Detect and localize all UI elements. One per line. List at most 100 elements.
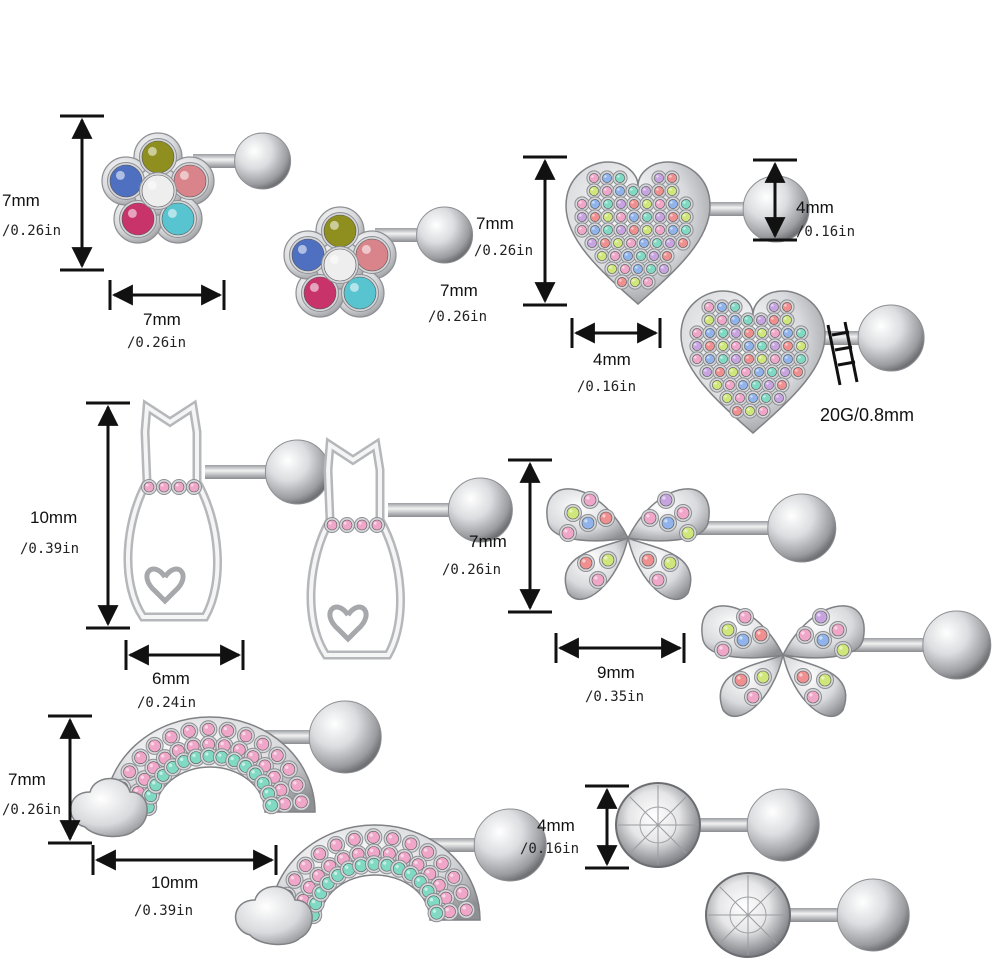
cat-heart — [327, 604, 369, 643]
gem-sparkle — [664, 253, 667, 256]
gem-sparkle — [732, 304, 735, 307]
cat-height-mm: 10mm — [30, 508, 78, 527]
gem-sparkle — [147, 146, 157, 156]
gem-sparkle — [740, 382, 743, 385]
gem-sparkle — [839, 646, 843, 650]
gem — [692, 341, 702, 351]
gem-sparkle — [579, 201, 582, 204]
gem-sparkle — [159, 771, 163, 775]
gem-sparkle — [612, 253, 615, 256]
gem — [704, 302, 714, 312]
gem — [661, 516, 675, 530]
gem-sparkle — [749, 693, 753, 697]
gem-sparkle — [438, 859, 442, 864]
gem-sparkle — [669, 175, 672, 178]
gem-sparkle — [241, 762, 246, 766]
ball-back — [473, 808, 547, 882]
gem-sparkle — [407, 840, 411, 844]
gem — [590, 225, 600, 235]
gem — [282, 763, 296, 776]
gem-sparkle — [772, 330, 775, 333]
gem — [659, 264, 669, 274]
gem — [607, 264, 617, 274]
flower-height-mm: 7mm — [2, 191, 40, 210]
gem — [141, 174, 175, 208]
gem-sparkle — [388, 834, 393, 839]
flower-earring-2 — [283, 206, 474, 318]
gem-sparkle — [315, 850, 320, 854]
gem-sparkle — [669, 188, 672, 191]
gem — [681, 225, 691, 235]
gem — [705, 354, 715, 364]
gem — [188, 481, 200, 493]
cz-facet — [747, 886, 777, 916]
post-bar — [205, 465, 275, 479]
gem — [734, 673, 748, 687]
gem-sparkle — [706, 317, 709, 320]
gem-sparkle — [604, 556, 608, 560]
gem — [681, 212, 691, 222]
gem-sparkle — [147, 180, 157, 190]
gem-sparkle — [648, 266, 651, 269]
gem-sparkle — [779, 382, 782, 385]
gem-sparkle — [704, 369, 707, 372]
gem — [183, 725, 196, 738]
gem-sparkle — [115, 170, 125, 180]
flower2-height-mm: 7mm — [476, 214, 514, 233]
gem — [780, 367, 790, 377]
gem-sparkle — [670, 214, 673, 217]
gem — [600, 238, 610, 248]
gem-sparkle — [192, 753, 196, 758]
gem — [712, 380, 722, 390]
gauge-rung-0 — [831, 330, 850, 337]
gem-sparkle — [760, 408, 763, 411]
gem-sparkle — [707, 343, 710, 346]
gem-sparkle — [293, 781, 297, 785]
gem — [615, 186, 625, 196]
butterfly-earring-1 — [546, 488, 837, 600]
gem — [579, 556, 593, 570]
butterfly-wing — [564, 536, 630, 600]
gem — [587, 238, 597, 248]
gem-sparkle — [759, 356, 762, 359]
gem — [746, 690, 760, 704]
gem-sparkle — [724, 626, 728, 630]
gem-sparkle — [631, 201, 634, 204]
gem-sparkle — [646, 514, 650, 518]
gem-sparkle — [592, 201, 595, 204]
gem — [404, 837, 418, 851]
gem — [641, 553, 655, 567]
gem-sparkle — [720, 356, 723, 359]
gem-sparkle — [458, 889, 462, 893]
gem-sparkle — [609, 266, 612, 269]
gem — [806, 690, 820, 704]
gem — [783, 354, 793, 364]
gem-sparkle — [630, 188, 633, 191]
gem-sparkle — [267, 801, 272, 805]
gem-sparkle — [644, 227, 647, 230]
gem — [329, 838, 343, 852]
gem-sparkle — [638, 253, 641, 256]
gem-sparkle — [426, 870, 430, 874]
gem — [731, 354, 741, 364]
gem-sparkle — [784, 317, 787, 320]
gem-sparkle — [750, 395, 753, 398]
gem — [603, 199, 613, 209]
gem-sparkle — [149, 763, 153, 768]
gem — [633, 264, 643, 274]
gem-sparkle — [270, 773, 274, 777]
gem-sparkle — [776, 395, 779, 398]
gem — [643, 277, 653, 287]
gem-sparkle — [290, 876, 295, 880]
gem-sparkle — [714, 382, 717, 385]
gem-sparkle — [261, 762, 265, 766]
gem — [626, 238, 636, 248]
ball-back — [234, 132, 292, 190]
gem-sparkle — [416, 878, 420, 882]
gem — [109, 164, 143, 198]
gem — [615, 173, 625, 183]
gem — [814, 610, 828, 624]
gem — [617, 277, 627, 287]
gem — [158, 481, 170, 493]
gem — [662, 251, 672, 261]
